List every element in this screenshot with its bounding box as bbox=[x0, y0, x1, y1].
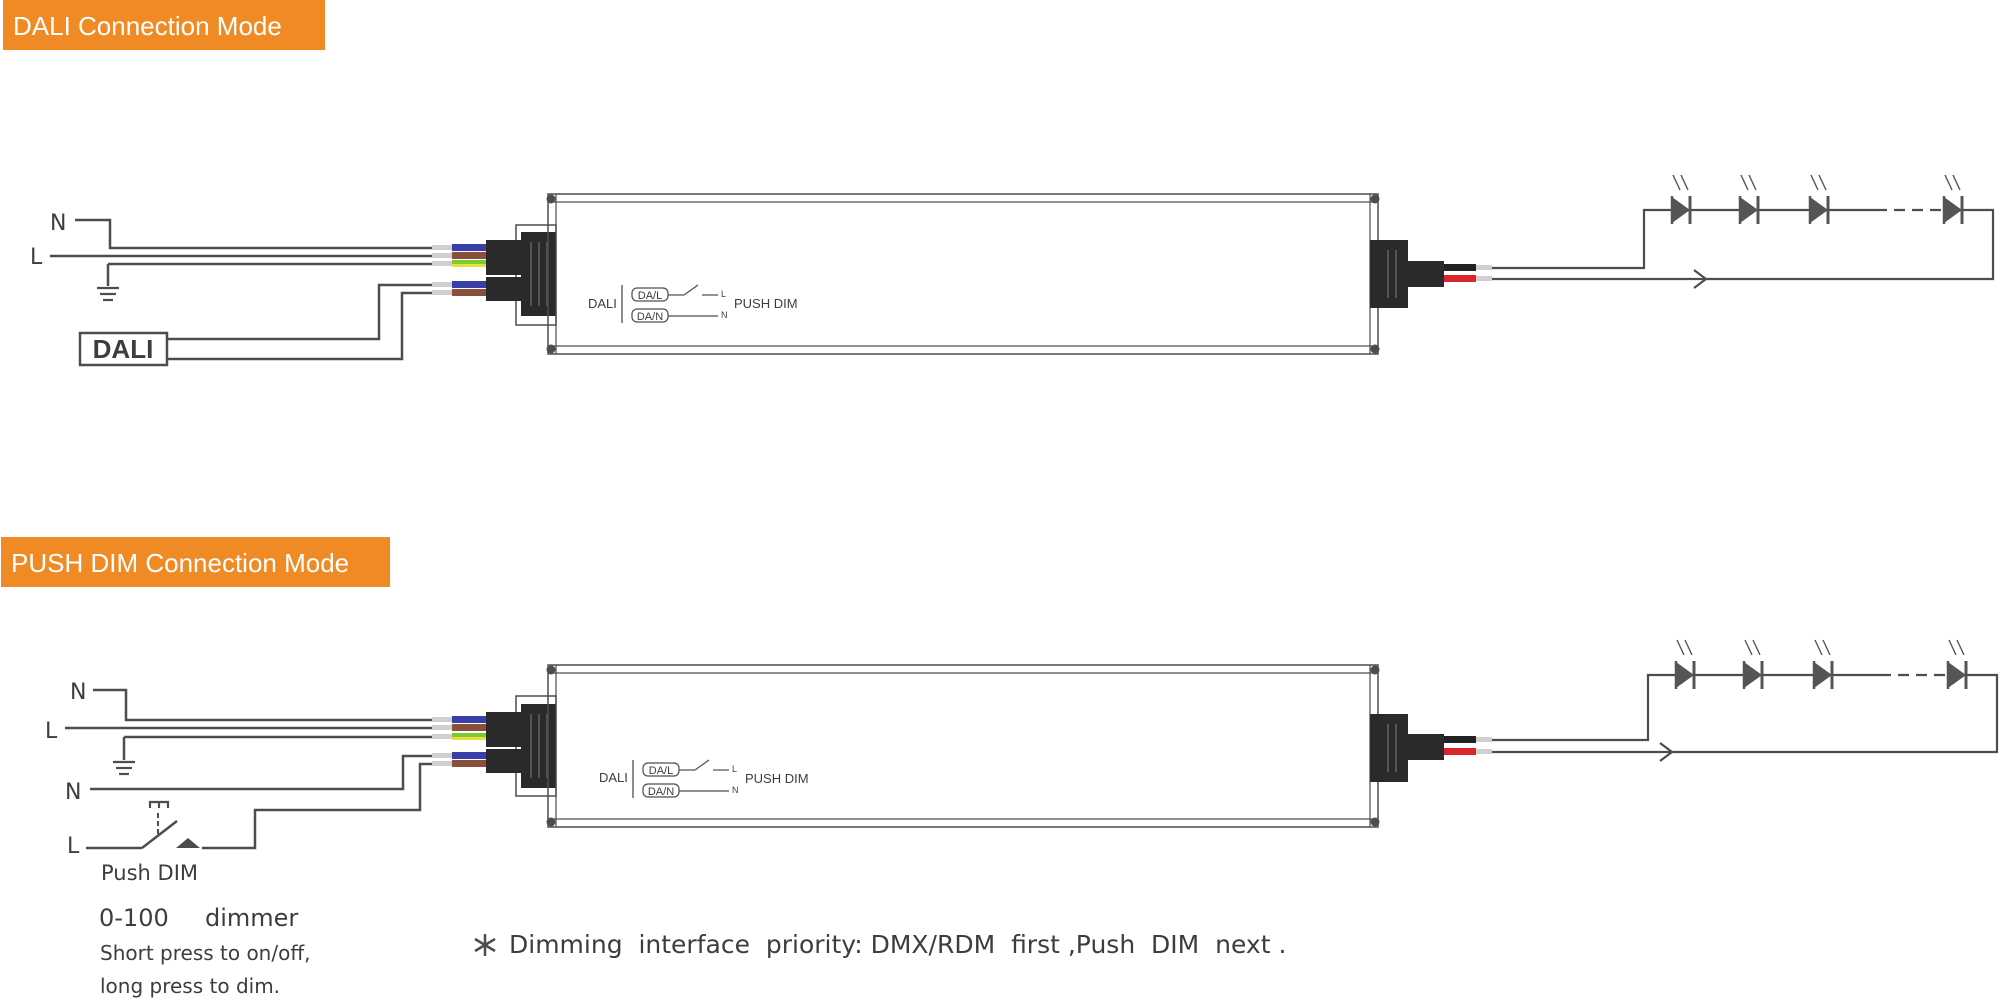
output-wires bbox=[1492, 208, 1995, 289]
driver-push-dim-label: PUSH DIM bbox=[734, 296, 798, 311]
led-driver-body bbox=[546, 193, 1380, 355]
input-l2-label: L bbox=[67, 834, 80, 859]
led-icon bbox=[1674, 639, 1696, 689]
output-wires bbox=[1492, 673, 1999, 762]
driver-n-mark: N bbox=[721, 310, 728, 320]
dimmer-range: 0-100 bbox=[99, 904, 169, 932]
input-l-label: L bbox=[30, 245, 43, 270]
driver-label-block: DALI DA/L DA/N L N PUSH DIM bbox=[588, 284, 798, 323]
output-connector bbox=[1370, 240, 1492, 308]
driver-dal-tag: DA/L bbox=[649, 765, 673, 777]
led-icon bbox=[1812, 639, 1834, 689]
driver-l-mark: L bbox=[732, 764, 737, 774]
mains-wires bbox=[50, 218, 432, 286]
led-icon bbox=[1670, 174, 1692, 224]
push-dim-caption: Push DIM bbox=[101, 861, 198, 885]
dali-controller-box bbox=[78, 331, 169, 367]
input-n-label: N bbox=[50, 211, 66, 236]
push-dim-wires bbox=[86, 754, 432, 850]
input-connector bbox=[486, 224, 557, 326]
ground-icon bbox=[97, 286, 119, 302]
ground-icon bbox=[113, 760, 135, 776]
driver-push-dim-label: PUSH DIM bbox=[745, 771, 809, 786]
led-icon bbox=[1742, 639, 1764, 689]
led-icon bbox=[1946, 639, 1968, 689]
driver-dan-tag: DA/N bbox=[648, 786, 674, 798]
dimmer-note-1: Short press to on/off, bbox=[100, 941, 310, 965]
dimmer-note-2: long press to dim. bbox=[100, 974, 280, 998]
section-title-dali: DALI Connection Mode bbox=[13, 11, 282, 41]
input-n-label: N bbox=[70, 680, 86, 705]
input-wire-stubs bbox=[432, 716, 486, 767]
driver-dali-label: DALI bbox=[599, 770, 628, 785]
dali-controller-label: DALI bbox=[93, 334, 154, 364]
led-icon bbox=[1808, 174, 1830, 224]
led-icon bbox=[1942, 174, 1964, 224]
priority-note: Dimming interface priority: DMX/RDM firs… bbox=[509, 930, 1286, 959]
driver-l-mark: L bbox=[721, 289, 726, 299]
driver-label-block: DALI DA/L DA/N L N PUSH DIM bbox=[599, 759, 809, 798]
driver-dan-tag: DA/N bbox=[637, 311, 663, 323]
dali-bus-wires bbox=[167, 283, 432, 361]
output-connector bbox=[1370, 714, 1492, 782]
dimmer-word: dimmer bbox=[205, 904, 298, 932]
led-icon bbox=[1738, 174, 1760, 224]
led-driver-body bbox=[546, 664, 1380, 828]
section-header-dali bbox=[3, 0, 325, 50]
section-push-dim: PUSH DIM Connection Mode N L N L bbox=[1, 537, 1999, 998]
asterisk-icon bbox=[474, 934, 496, 956]
input-l-label: L bbox=[45, 719, 58, 744]
input-wire-stubs bbox=[432, 244, 486, 296]
section-dali: DALI Connection Mode N L DALI bbox=[3, 0, 1995, 367]
input-connector bbox=[486, 695, 557, 797]
input-n2-label: N bbox=[65, 780, 81, 805]
mains-wires bbox=[65, 688, 432, 760]
section-title-push-dim: PUSH DIM Connection Mode bbox=[11, 548, 349, 578]
driver-dal-tag: DA/L bbox=[638, 290, 662, 302]
driver-dali-label: DALI bbox=[588, 296, 617, 311]
push-switch-icon bbox=[141, 800, 200, 849]
section-header-push-dim bbox=[1, 537, 390, 587]
driver-n-mark: N bbox=[732, 785, 739, 795]
